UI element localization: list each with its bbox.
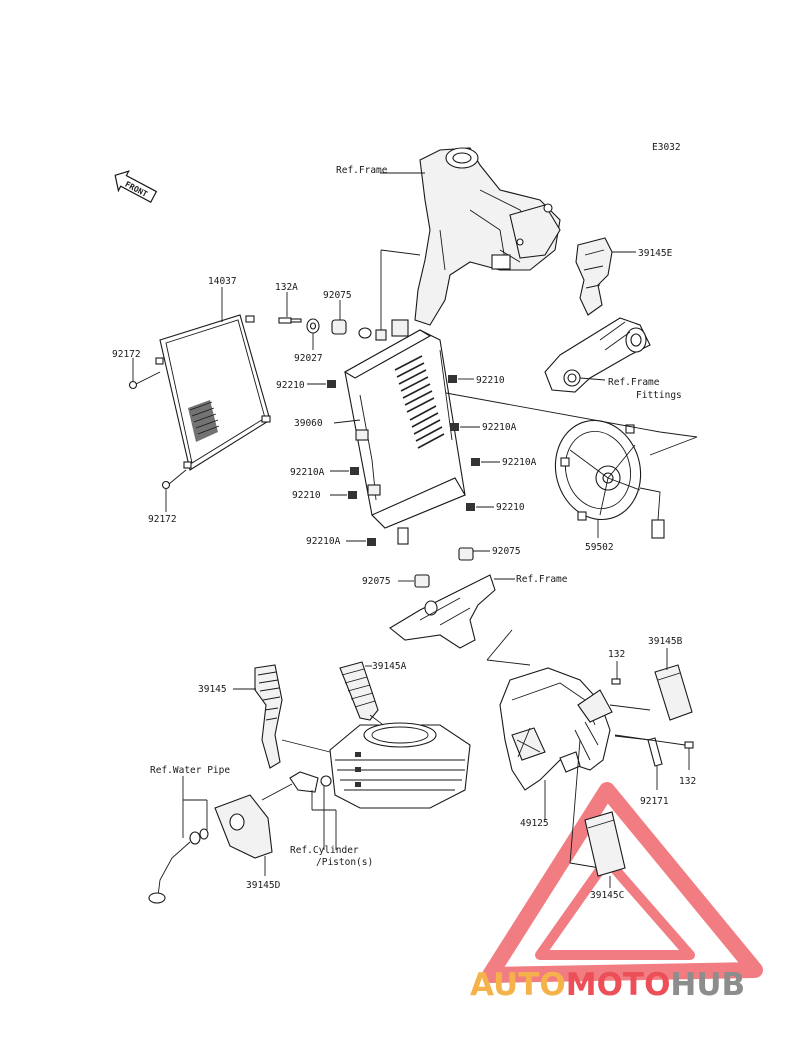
label-39145D: 39145D (246, 880, 281, 891)
watermark-moto: MOTO (566, 967, 671, 1003)
label-92027: 92027 (294, 353, 323, 364)
screw-92172-part (128, 371, 187, 490)
label-92210-d: 92210 (496, 502, 525, 513)
label-92171: 92171 (640, 796, 669, 807)
cylinder-part (329, 722, 471, 809)
diagram-code: E3032 (652, 142, 681, 153)
frame-part (414, 147, 561, 326)
cover-39145A-part (339, 661, 379, 721)
grommet-92075-top-part (331, 319, 372, 339)
bolt-132-right-part (684, 741, 694, 749)
label-92210-c: 92210 (292, 490, 321, 501)
label-39145B: 39145B (648, 636, 683, 647)
label-92210A-d: 92210A (306, 536, 341, 547)
label-39145E: 39145E (638, 248, 673, 259)
part-labels: E3032 Ref.Frame 39145E 14037 132A 92075 … (112, 142, 696, 901)
watermark-hub: HUB (670, 967, 745, 1003)
label-39145A: 39145A (372, 661, 407, 672)
svg-text:AUTOMOTOHUB: AUTOMOTOHUB (470, 967, 745, 1003)
cover-39145D-part (214, 794, 273, 859)
label-132A: 132A (275, 282, 298, 293)
bolt-132-top-part (611, 678, 621, 685)
label-92075-low: 92075 (362, 576, 391, 587)
label-ref-cylinder-1: Ref.Cylinder (290, 845, 359, 856)
label-92210-b: 92210 (476, 375, 505, 386)
label-92172-bottom: 92172 (148, 514, 177, 525)
water-pipe-part (148, 828, 209, 904)
label-59502: 59502 (585, 542, 614, 553)
watermark-triangle-icon (482, 782, 763, 983)
front-arrow-icon: FRONT (114, 170, 158, 203)
radiator-screen-14037-part (155, 314, 271, 471)
grommet-92075-parts (414, 547, 474, 588)
fan-59502-part (554, 419, 665, 539)
label-132-top: 132 (608, 649, 625, 660)
radiator-core-hatch (394, 355, 445, 449)
watermark-logo: AUTOMOTOHUB (470, 967, 745, 1003)
label-132-right: 132 (679, 776, 696, 787)
cover-39145B-part (654, 664, 693, 721)
label-14037: 14037 (208, 276, 237, 287)
label-39060: 39060 (294, 418, 323, 429)
label-ref-frame-top: Ref.Frame (336, 165, 388, 176)
label-ref-cylinder-2: /Piston(s) (316, 857, 373, 868)
ref-cylinder-leader (311, 786, 337, 850)
label-ref-water-pipe: Ref.Water Pipe (150, 765, 230, 776)
label-49125: 49125 (520, 818, 549, 829)
label-92210A-a: 92210A (482, 422, 517, 433)
water-pipe-leader (182, 776, 208, 838)
bolt-132A-part (278, 317, 302, 324)
label-ref-frame-fittings-1: Ref.Frame (608, 377, 660, 388)
label-92210-a: 92210 (276, 380, 305, 391)
radiator-39060-part (343, 319, 466, 545)
label-92210A-c: 92210A (290, 467, 325, 478)
clip-92210-parts (327, 375, 480, 546)
watermark-auto: AUTO (470, 967, 566, 1003)
label-39145: 39145 (198, 684, 227, 695)
cover-39145-part (254, 664, 283, 769)
label-92210A-b: 92210A (502, 457, 537, 468)
label-ref-frame-low: Ref.Frame (516, 574, 568, 585)
clip-leader-lines (307, 378, 500, 542)
cover-39145E-part (575, 237, 613, 316)
hose-fitting-part (289, 771, 332, 793)
frame-fittings-part (544, 317, 651, 393)
cover-39145C-part (584, 811, 626, 877)
label-92172-left: 92172 (112, 349, 141, 360)
label-92075-top: 92075 (323, 290, 352, 301)
cover-49125-part (499, 667, 613, 791)
washer-92027-part (306, 318, 320, 334)
label-ref-frame-fittings-2: Fittings (636, 390, 682, 401)
mounting-bracket-part (389, 574, 496, 649)
label-92075-mid: 92075 (492, 546, 521, 557)
grommet-92171-part (647, 737, 663, 767)
label-39145C: 39145C (590, 890, 624, 901)
